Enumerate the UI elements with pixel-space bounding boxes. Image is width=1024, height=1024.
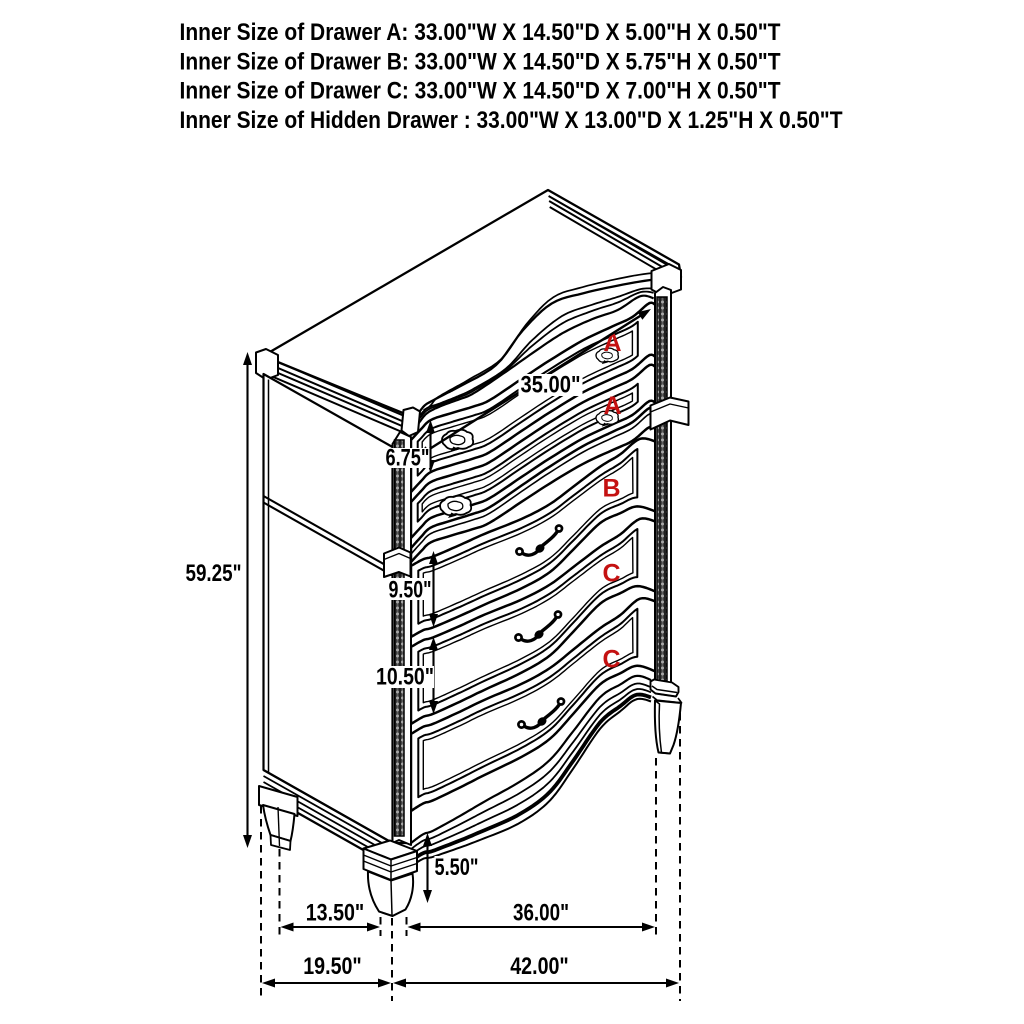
svg-text:13.50": 13.50"	[306, 900, 365, 927]
svg-text:19.50": 19.50"	[303, 953, 362, 980]
svg-text:Inner Size of Drawer B: 33.00": Inner Size of Drawer B: 33.00"W X 14.50"…	[180, 48, 781, 75]
svg-text:59.25": 59.25"	[186, 560, 242, 587]
svg-text:B: B	[602, 475, 620, 503]
svg-text:42.00": 42.00"	[510, 953, 569, 980]
svg-text:C: C	[602, 646, 620, 674]
svg-text:9.50": 9.50"	[389, 577, 432, 604]
svg-text:6.75": 6.75"	[386, 445, 430, 472]
svg-text:Inner Size of Hidden Drawer :: Inner Size of Hidden Drawer : 33.00"W X …	[180, 107, 843, 134]
svg-text:5.50": 5.50"	[435, 854, 479, 881]
svg-text:Inner Size of Drawer C: 33.00": Inner Size of Drawer C: 33.00"W X 14.50"…	[180, 78, 781, 105]
svg-text:36.00": 36.00"	[513, 900, 569, 927]
svg-text:10.50": 10.50"	[376, 664, 434, 691]
svg-text:A: A	[603, 392, 621, 420]
svg-text:C: C	[602, 560, 620, 588]
svg-text:35.00": 35.00"	[521, 372, 581, 399]
svg-text:Inner Size of Drawer A: 33.00": Inner Size of Drawer A: 33.00"W X 14.50"…	[180, 19, 781, 46]
